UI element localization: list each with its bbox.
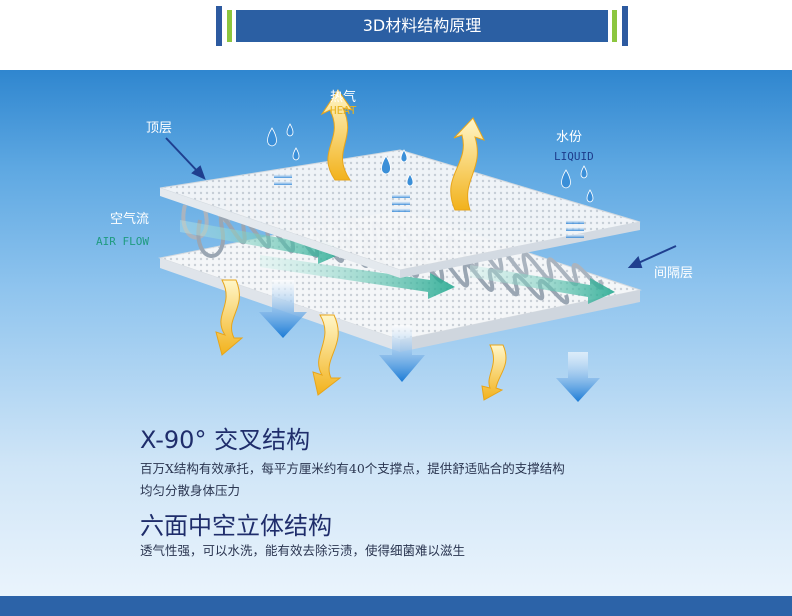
bottom-bar — [0, 596, 792, 616]
water-label: 水份 — [556, 130, 583, 145]
air-flow-arrows — [180, 220, 615, 304]
feature-desc-cross-line2: 均匀分散身体压力 — [140, 483, 241, 498]
top-layer-label: 顶层 — [146, 121, 173, 136]
feature-title-hexagon: 六面中空立体结构 — [140, 512, 332, 540]
feature-desc-cross-line1: 百万X结构有效承托，每平方厘米约有40个支撑点，提供舒适贴合的支撑结构 — [140, 461, 565, 476]
heat-label: 热气 — [330, 90, 357, 105]
heat-label-en: HEAT — [330, 104, 357, 117]
right-green-bar — [612, 10, 617, 42]
water-down-arrows — [259, 280, 600, 402]
header-band: 3D材料结构原理 — [216, 6, 628, 46]
heat-arrows-up — [320, 89, 485, 211]
left-green-bar — [227, 10, 232, 42]
page-title: 3D材料结构原理 — [236, 10, 608, 42]
moisture-markers — [274, 174, 584, 238]
left-dark-bar — [216, 6, 222, 46]
feature-title-cross: X-90° 交叉结构 — [140, 426, 311, 454]
water-label-en: LIQUID — [554, 150, 594, 163]
feature-desc-hexagon: 透气性强，可以水洗，能有效去除污渍，使得细菌难以滋生 — [140, 543, 466, 558]
right-dark-bar — [622, 6, 628, 46]
spacer-layer-label: 间隔层 — [654, 266, 694, 281]
air-flow-label-en: AIR FLOW — [96, 235, 149, 248]
heat-arrows-down — [215, 279, 507, 401]
material-illustration — [158, 89, 677, 402]
air-flow-label: 空气流 — [110, 212, 150, 227]
water-droplets — [267, 123, 594, 203]
pointer-arrows — [165, 137, 677, 268]
